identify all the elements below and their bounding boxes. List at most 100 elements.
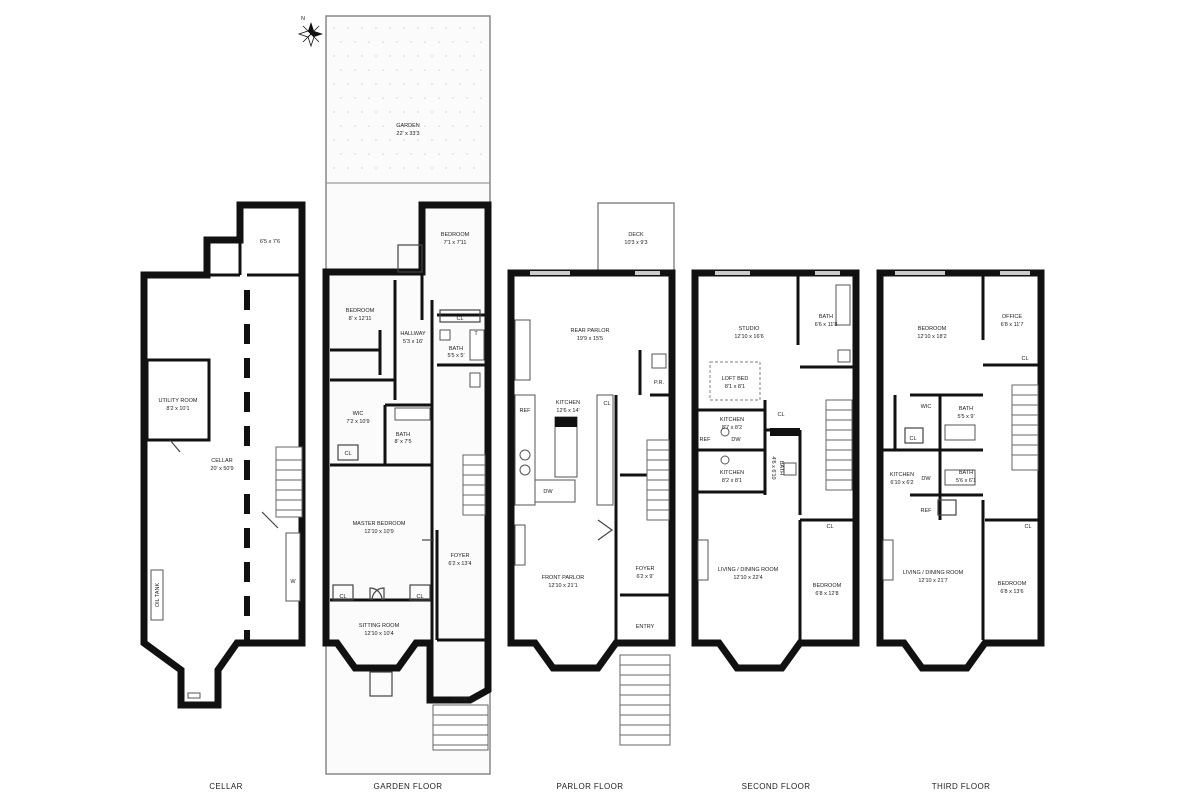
third-floor-plan bbox=[876, 269, 1045, 672]
garden-texture-dot bbox=[403, 139, 405, 141]
gf-master-dims: 12'10 x 10'9 bbox=[364, 529, 393, 535]
parlor-floor-plan bbox=[507, 202, 676, 746]
garden-texture-dot bbox=[361, 83, 363, 85]
garden-texture-dot bbox=[438, 41, 440, 43]
garden-texture-dot bbox=[417, 83, 419, 85]
gf-bedroom-rear-dims: 7'1 x 7'11 bbox=[444, 240, 467, 246]
gf-bath2-name: BATH bbox=[396, 432, 410, 438]
garden-texture-dot bbox=[333, 27, 335, 29]
floor-label-second: SECOND FLOOR bbox=[742, 782, 811, 791]
pf-deck-dims: 10'3 x 9'3 bbox=[624, 240, 647, 246]
garden-texture-dot bbox=[431, 167, 433, 169]
sf-living-dims: 12'10 x 22'4 bbox=[733, 575, 762, 581]
garden-texture-dot bbox=[368, 97, 370, 99]
gf-master-name: MASTER BEDROOM bbox=[353, 521, 406, 527]
gf-closet2-label: CL bbox=[456, 316, 463, 322]
garden-texture-dot bbox=[452, 41, 454, 43]
garden-texture-dot bbox=[473, 111, 475, 113]
pf-kitchen-dims: 12'6 x 14' bbox=[556, 408, 579, 414]
garden-texture-dot bbox=[431, 139, 433, 141]
garden-texture-dot bbox=[459, 167, 461, 169]
cellar-room-name: 6'5 x 7'6 bbox=[260, 239, 280, 245]
tf-dw-label: DW bbox=[921, 476, 931, 482]
garden-texture-dot bbox=[333, 83, 335, 85]
garden-texture-dot bbox=[340, 69, 342, 71]
garden-texture-dot bbox=[347, 111, 349, 113]
garden-texture-dot bbox=[340, 41, 342, 43]
garden-texture-dot bbox=[361, 139, 363, 141]
garden-texture-dot bbox=[480, 125, 482, 127]
garden-texture-dot bbox=[466, 41, 468, 43]
pf-dw-label: DW bbox=[543, 489, 553, 495]
garden-texture-dot bbox=[347, 139, 349, 141]
pf-front-parlor-name: FRONT PARLOR bbox=[542, 575, 585, 581]
sf-ref-label: REF bbox=[700, 437, 712, 443]
garden-texture-dot bbox=[375, 167, 377, 169]
garden-texture-dot bbox=[466, 97, 468, 99]
pf-kitchen-name: KITCHEN bbox=[556, 400, 580, 406]
tf-closet2-label: CL bbox=[1021, 356, 1028, 362]
garden-texture-dot bbox=[445, 139, 447, 141]
garden-texture-dot bbox=[438, 97, 440, 99]
garden-texture-dot bbox=[403, 55, 405, 57]
garden-texture-dot bbox=[389, 111, 391, 113]
garden-texture-dot bbox=[396, 125, 398, 127]
gf-stor-name: STOR bbox=[452, 697, 467, 703]
cellar-name: CELLAR bbox=[211, 458, 232, 464]
pf-pr-label: P.R. bbox=[654, 380, 664, 386]
gf-closet3-label: CL bbox=[339, 594, 346, 600]
tf-bedroom-name: BEDROOM bbox=[918, 326, 947, 332]
gf-bath2-dims: 8' x 7'5 bbox=[394, 439, 411, 445]
sf-loft-name: LOFT BED bbox=[722, 376, 749, 382]
garden-texture-dot bbox=[333, 55, 335, 57]
tf-kitchen-name: KITCHEN bbox=[890, 472, 914, 478]
garden-texture-dot bbox=[396, 153, 398, 155]
garden-texture-dot bbox=[347, 27, 349, 29]
garden-texture-dot bbox=[480, 153, 482, 155]
sf-kitchen2-name: KITCHEN bbox=[720, 470, 744, 476]
garden-texture-dot bbox=[333, 111, 335, 113]
gf-bedroom-rear-name: BEDROOM bbox=[441, 232, 470, 238]
garden-texture-dot bbox=[347, 55, 349, 57]
sf-kitchen1-dims: 8'7 x 8'2 bbox=[722, 425, 742, 431]
floor-label-cellar: CELLAR bbox=[209, 782, 243, 791]
pf-front-parlor-dims: 12'10 x 21'1 bbox=[548, 583, 577, 589]
garden-texture-dot bbox=[438, 153, 440, 155]
garden-texture-dot bbox=[354, 97, 356, 99]
second-floor-plan bbox=[691, 269, 860, 672]
garden-texture-dot bbox=[340, 125, 342, 127]
garden-texture-dot bbox=[466, 69, 468, 71]
sf-kitchen1-name: KITCHEN bbox=[720, 417, 744, 423]
garden-texture-dot bbox=[410, 69, 412, 71]
garden-texture-dot bbox=[459, 55, 461, 57]
garden-texture-dot bbox=[466, 153, 468, 155]
garden-texture-dot bbox=[403, 83, 405, 85]
gf-bath1-name: BATH bbox=[449, 346, 463, 352]
garden-texture-dot bbox=[459, 83, 461, 85]
garden-texture-dot bbox=[375, 111, 377, 113]
garden-texture-dot bbox=[368, 153, 370, 155]
garden-texture-dot bbox=[375, 139, 377, 141]
utility-room-name: UTILITY ROOM bbox=[158, 398, 197, 404]
garden-texture-dot bbox=[389, 83, 391, 85]
garden-name: GARDEN bbox=[396, 123, 420, 129]
garden-texture-dot bbox=[445, 83, 447, 85]
garden-texture-dot bbox=[431, 27, 433, 29]
tf-bedroom-dims: 12'10 x 18'2 bbox=[917, 334, 946, 340]
garden-texture-dot bbox=[354, 41, 356, 43]
gf-wic-name: WIC bbox=[353, 411, 364, 417]
garden-texture-dot bbox=[417, 55, 419, 57]
compass-rose-icon: N bbox=[297, 16, 323, 48]
garden-texture-dot bbox=[459, 111, 461, 113]
sf-closet-label: CL bbox=[777, 412, 784, 418]
garden-texture-dot bbox=[403, 111, 405, 113]
tf-living-dims: 12'10 x 21'7 bbox=[918, 578, 947, 584]
sf-living-name: LIVING / DINING ROOM bbox=[718, 567, 779, 573]
garden-texture-dot bbox=[473, 139, 475, 141]
floor-label-parlor: PARLOR FLOOR bbox=[557, 782, 624, 791]
tf-bedroom2-dims: 6'8 x 13'6 bbox=[1000, 589, 1023, 595]
floor-label-third: THIRD FLOOR bbox=[932, 782, 991, 791]
sf-studio-dims: 12'10 x 16'6 bbox=[734, 334, 763, 340]
garden-texture-dot bbox=[410, 41, 412, 43]
